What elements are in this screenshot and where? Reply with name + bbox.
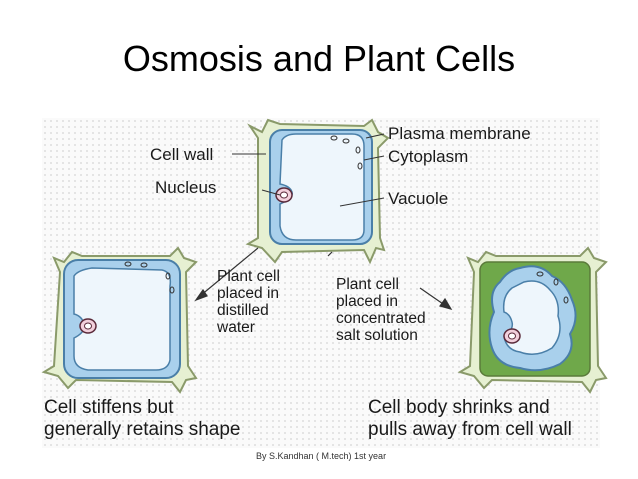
plasmolysed-plant-cell [457, 246, 608, 394]
condition-right: Plant cell placed in concentrated salt s… [336, 276, 426, 344]
author-credit: By S.Kandhan ( M.tech) 1st year [256, 451, 387, 461]
condition-right-line: placed in [336, 293, 399, 310]
outcome-left-line: Cell stiffens but [44, 397, 174, 418]
label-cytoplasm: Cytoplasm [388, 147, 469, 166]
condition-left-line: water [217, 319, 255, 336]
outcome-right: Cell body shrinks and pulls away from ce… [368, 397, 572, 441]
condition-right-line: salt solution [336, 327, 418, 344]
outcome-right-line: pulls away from cell wall [368, 419, 572, 440]
label-cell-wall: Cell wall [150, 145, 214, 164]
label-leader-lines [232, 133, 385, 207]
condition-left-line: Plant cell [217, 268, 280, 285]
condition-left-line: distilled [217, 302, 269, 319]
condition-left-line: placed in [217, 285, 280, 302]
slide-title: Osmosis and Plant Cells [122, 38, 516, 79]
condition-right-line: concentrated [336, 310, 426, 327]
turgid-plant-cell [41, 246, 198, 394]
arrows [194, 247, 453, 310]
label-nucleus: Nucleus [155, 178, 217, 197]
outcome-left: Cell stiffens but generally retains shap… [44, 397, 240, 441]
top-plant-cell [245, 118, 390, 265]
outcome-left-line: generally retains shape [44, 419, 241, 440]
label-plasma-membrane: Plasma membrane [388, 124, 531, 143]
outcome-right-line: Cell body shrinks and [368, 397, 550, 418]
condition-left: Plant cell placed in distilled water [217, 268, 280, 336]
label-vacuole: Vacuole [388, 189, 449, 208]
condition-right-line: Plant cell [336, 276, 399, 293]
